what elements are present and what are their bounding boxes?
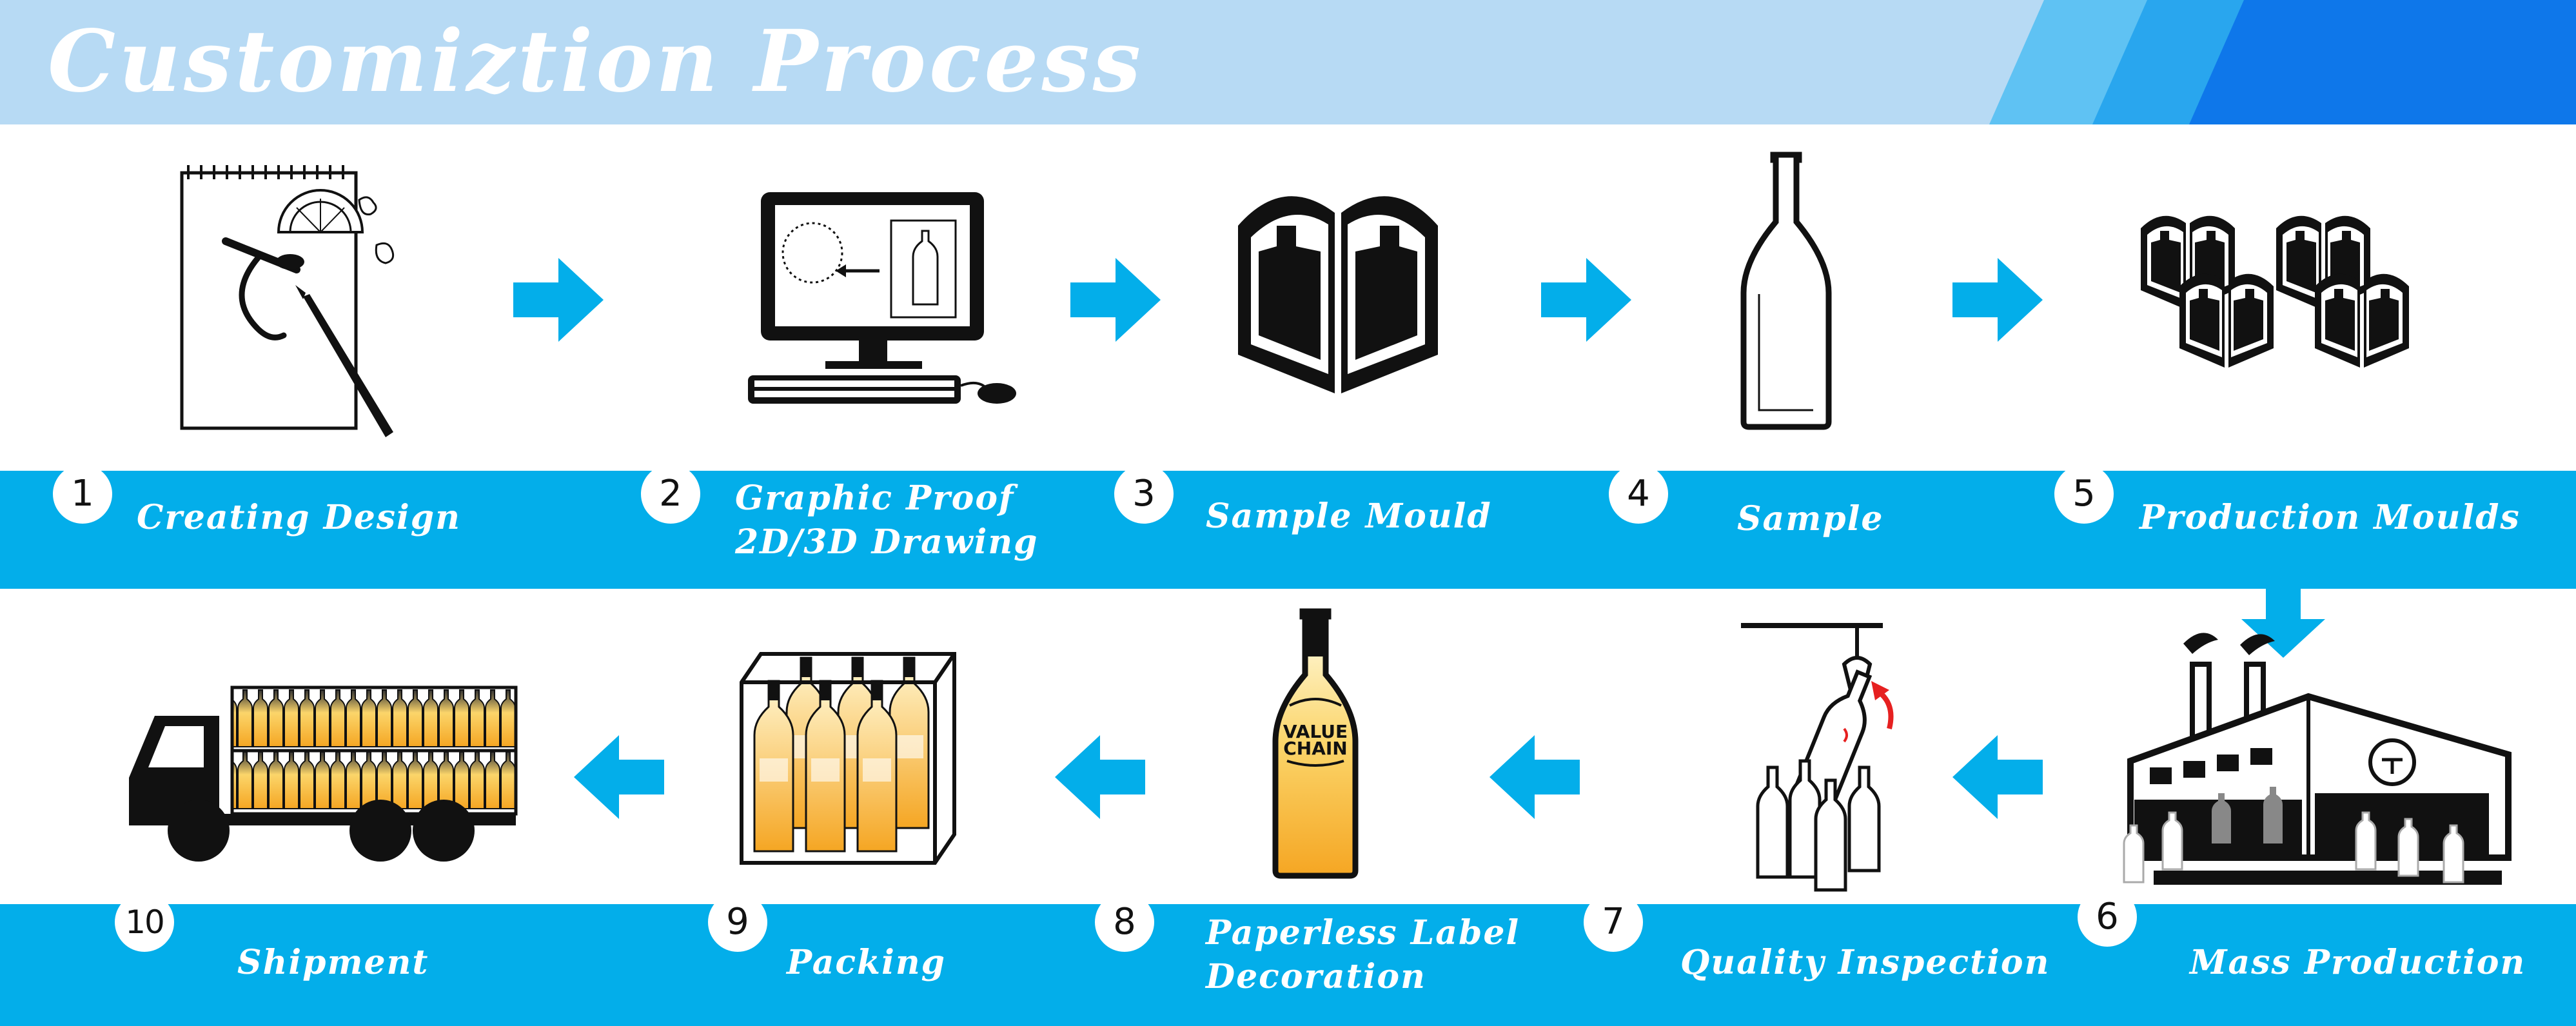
step-8-number: 8 bbox=[1095, 893, 1154, 952]
step-6-label: Mass Production bbox=[2190, 943, 2526, 982]
arrow-left-icon bbox=[574, 735, 664, 819]
header-stripes bbox=[1989, 0, 2576, 124]
bottle-label-line2: CHAIN bbox=[1283, 738, 1348, 759]
page-title: Customiztion Process bbox=[48, 12, 1145, 112]
sample-mould-icon bbox=[1238, 196, 1438, 393]
step-4-label: Sample bbox=[1737, 499, 1884, 538]
steps-band-bottom bbox=[0, 904, 2576, 1026]
step-7-label: Quality Inspection bbox=[1680, 943, 2050, 982]
steps-band-top bbox=[0, 471, 2576, 589]
step-1-label: Creating Design bbox=[137, 498, 461, 537]
step-9-label: Packing bbox=[787, 943, 947, 982]
arrow-right-icon bbox=[513, 258, 604, 342]
arrow-right-icon bbox=[1541, 258, 1631, 342]
step-3-label: Sample Mould bbox=[1206, 497, 1492, 536]
step-1-number: 1 bbox=[53, 464, 112, 524]
header-bar: Customiztion Process bbox=[0, 0, 2576, 124]
step-7-number: 7 bbox=[1584, 893, 1643, 952]
factory-icon bbox=[2123, 633, 2512, 885]
computer-monitor-icon bbox=[748, 192, 1016, 404]
step-2-number: 2 bbox=[641, 464, 700, 524]
step-9-number: 9 bbox=[708, 893, 767, 952]
step-8-label: Paperless Label bbox=[1206, 913, 1520, 952]
step-2-label-line2: 2D/3D Drawing bbox=[735, 522, 1039, 562]
step-4-number: 4 bbox=[1609, 464, 1668, 524]
arrow-left-icon bbox=[1055, 735, 1145, 819]
step-3-number: 3 bbox=[1114, 464, 1174, 524]
bottle-label-line1: VALUE bbox=[1283, 721, 1348, 742]
step-10-label: Shipment bbox=[237, 943, 429, 982]
sketch-pad-icon bbox=[180, 165, 395, 437]
step-2-label: Graphic Proof bbox=[735, 478, 1015, 518]
step-10-number: 10 bbox=[115, 893, 174, 952]
sample-bottle-icon bbox=[1740, 152, 1832, 430]
step-6-number: 6 bbox=[2078, 887, 2137, 947]
step-5-label: Production Moulds bbox=[2139, 498, 2521, 537]
arrow-left-icon bbox=[1490, 735, 1580, 819]
decorated-bottle-icon: VALUE CHAIN bbox=[1272, 608, 1359, 879]
arrow-left-icon bbox=[1952, 735, 2043, 819]
step-5-number: 5 bbox=[2054, 464, 2114, 524]
quality-inspection-icon bbox=[1741, 623, 1894, 892]
packing-crate-icon bbox=[740, 652, 956, 865]
arrow-right-icon bbox=[1952, 258, 2043, 342]
shipping-truck-icon bbox=[129, 686, 518, 862]
arrow-down-icon bbox=[2241, 587, 2325, 658]
step-8-label-line2: Decoration bbox=[1206, 957, 1426, 996]
arrow-right-icon bbox=[1070, 258, 1161, 342]
production-moulds-icon bbox=[2141, 215, 2409, 368]
